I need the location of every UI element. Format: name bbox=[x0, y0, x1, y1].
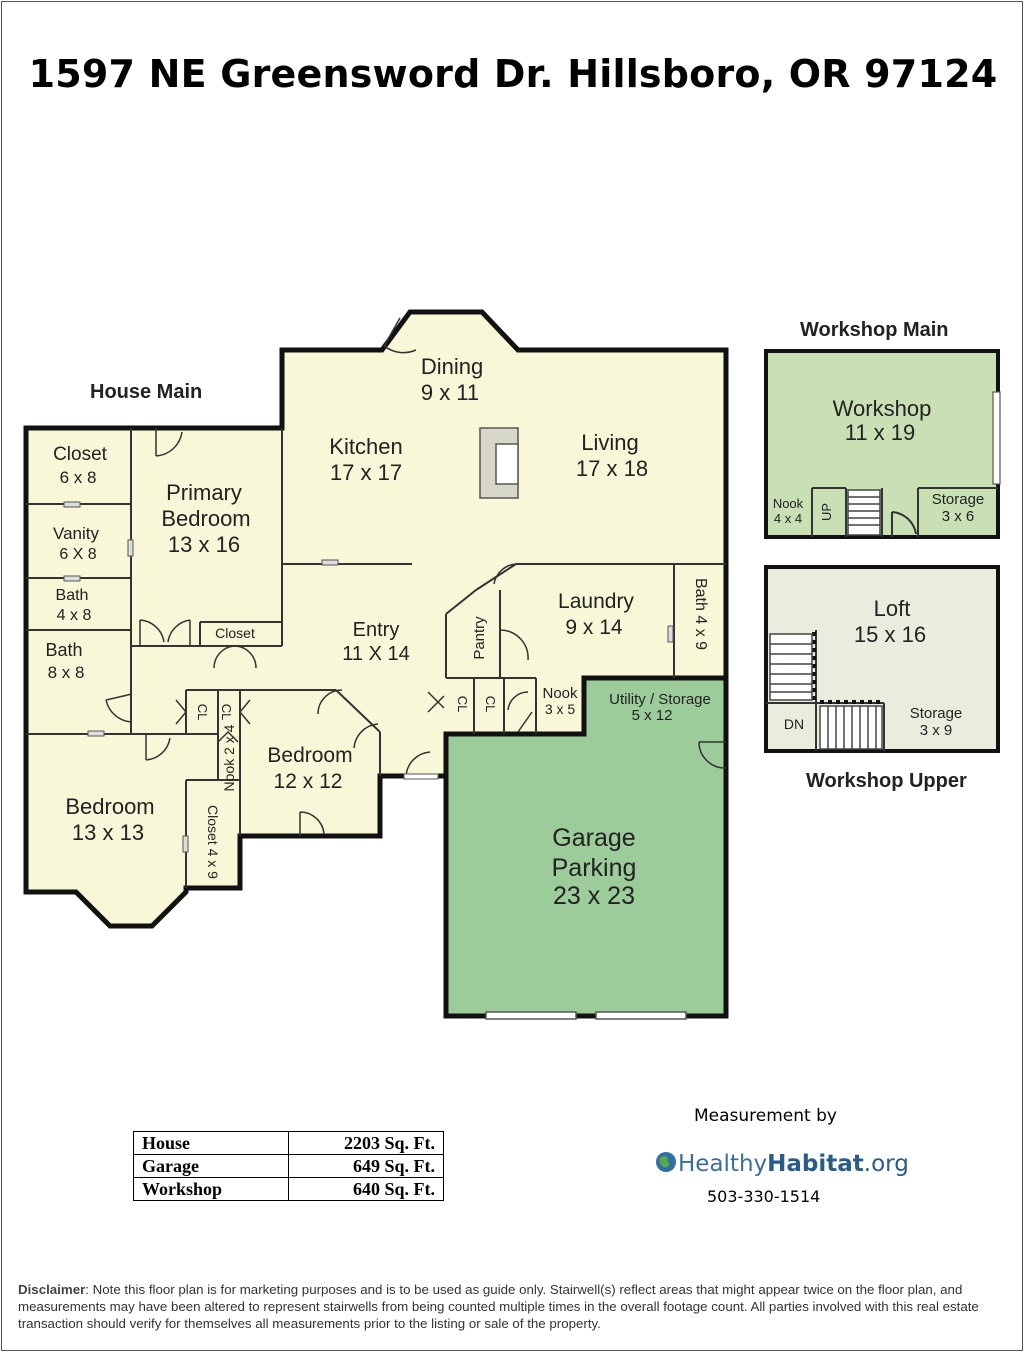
logo-org: .org bbox=[863, 1151, 909, 1177]
primary-bedroom-size: 13 x 16 bbox=[168, 532, 240, 557]
kitchen-size: 17 x 17 bbox=[330, 460, 402, 485]
bedroom-12x12-size: 12 x 12 bbox=[274, 770, 343, 793]
bath-4x8-size: 4 x 8 bbox=[57, 607, 92, 624]
healthy-habitat-logo: HealthyHabitat.org bbox=[654, 1150, 909, 1177]
entry-label: Entry bbox=[353, 619, 400, 641]
area-name: House bbox=[133, 1131, 289, 1155]
door-markers bbox=[63, 501, 674, 853]
bath-8x8-size: 8 x 8 bbox=[48, 663, 85, 682]
workshop-storage-size: 3 x 6 bbox=[942, 508, 975, 525]
dn-label: DN bbox=[784, 716, 804, 732]
workshop-nook-size: 4 x 4 bbox=[774, 511, 802, 526]
garage-label-1: Garage bbox=[552, 824, 635, 852]
area-value: 649 Sq. Ft. bbox=[288, 1154, 444, 1178]
utility-label: Utility / Storage bbox=[609, 691, 711, 708]
table-row: Workshop 640 Sq. Ft. bbox=[133, 1177, 444, 1201]
laundry-label: Laundry bbox=[558, 590, 634, 613]
primary-closet-label: Closet bbox=[215, 625, 255, 641]
bath-8x8-label: Bath bbox=[45, 640, 82, 660]
area-table: House 2203 Sq. Ft. Garage 649 Sq. Ft. Wo… bbox=[133, 1131, 444, 1201]
workshop-stairs bbox=[847, 489, 881, 536]
garage-doors bbox=[485, 1011, 687, 1020]
laundry-size: 9 x 14 bbox=[565, 616, 623, 639]
loft-size: 15 x 16 bbox=[854, 622, 926, 647]
workshop-main-label: Workshop Main bbox=[800, 319, 949, 341]
loft-storage-label: Storage bbox=[910, 705, 963, 722]
primary-bedroom-label-2: Bedroom bbox=[161, 506, 250, 531]
phone-number: 503-330-1514 bbox=[707, 1187, 821, 1206]
workshop-storage-label: Storage bbox=[932, 491, 985, 508]
nook-2x4-label: Nook 2 x 4 bbox=[221, 724, 237, 791]
workshop-size: 11 x 19 bbox=[845, 420, 916, 445]
living-size: 17 x 18 bbox=[576, 456, 648, 481]
vanity-size: 6 X 8 bbox=[59, 546, 96, 563]
dining-label: Dining bbox=[421, 354, 483, 379]
bedroom-12x12-label: Bedroom bbox=[267, 744, 352, 767]
garage-label-2: Parking bbox=[552, 854, 637, 882]
disclaimer: Disclaimer: Note this floor plan is for … bbox=[18, 1281, 1013, 1332]
living-label: Living bbox=[581, 430, 638, 455]
closet-size: 6 x 8 bbox=[60, 468, 97, 487]
area-name: Garage bbox=[133, 1154, 289, 1178]
nook-3x5-size: 3 x 5 bbox=[545, 701, 576, 717]
loft-label: Loft bbox=[874, 596, 911, 621]
area-value: 2203 Sq. Ft. bbox=[288, 1131, 444, 1155]
loft-stairs bbox=[769, 633, 883, 750]
loft-storage-size: 3 x 9 bbox=[920, 722, 953, 739]
page-title: 1597 NE Greensword Dr. Hillsboro, OR 971… bbox=[28, 52, 998, 96]
table-row: Garage 649 Sq. Ft. bbox=[133, 1154, 444, 1178]
area-value: 640 Sq. Ft. bbox=[288, 1177, 444, 1201]
disclaimer-text: : Note this floor plan is for marketing … bbox=[18, 1282, 979, 1331]
door-swings bbox=[105, 317, 727, 836]
kitchen-label: Kitchen bbox=[329, 434, 402, 459]
utility-size: 5 x 12 bbox=[632, 707, 673, 724]
vanity-label: Vanity bbox=[53, 524, 99, 543]
area-name: Workshop bbox=[133, 1177, 289, 1201]
logo-habitat: Habitat bbox=[767, 1151, 864, 1177]
disclaimer-label: Disclaimer bbox=[18, 1282, 86, 1297]
dining-size: 9 x 11 bbox=[421, 380, 479, 405]
table-row: House 2203 Sq. Ft. bbox=[133, 1131, 444, 1155]
fireplace-icon bbox=[479, 427, 519, 499]
closet-label: Closet bbox=[53, 444, 108, 465]
workshop-upper-label: Workshop Upper bbox=[806, 770, 967, 792]
closet-4x9-label: Closet 4 x 9 bbox=[205, 805, 221, 879]
bath-4x9-label: Bath 4 x 9 bbox=[692, 578, 709, 650]
cl-label-1: CL bbox=[195, 704, 210, 721]
cl-label-2: CL bbox=[219, 704, 234, 721]
cl-label-4: CL bbox=[483, 696, 498, 713]
nook-3x5-label: Nook bbox=[542, 685, 578, 702]
workshop-nook-label: Nook bbox=[773, 496, 804, 511]
measurement-by-label: Measurement by bbox=[694, 1106, 837, 1126]
cl-label-3: CL bbox=[455, 696, 470, 713]
logo-healthy: Healthy bbox=[678, 1151, 768, 1177]
garage-size: 23 x 23 bbox=[553, 882, 635, 910]
house-main-label: House Main bbox=[90, 381, 202, 403]
up-label: UP bbox=[819, 503, 834, 521]
globe-icon bbox=[656, 1152, 676, 1172]
bath-4x8-label: Bath bbox=[56, 587, 89, 604]
bedroom-13x13-size: 13 x 13 bbox=[72, 820, 144, 845]
workshop-label: Workshop bbox=[833, 396, 932, 421]
entry-size: 11 X 14 bbox=[342, 643, 409, 665]
primary-bedroom-label-1: Primary bbox=[166, 480, 242, 505]
pantry-label: Pantry bbox=[471, 616, 488, 660]
bedroom-13x13-label: Bedroom bbox=[65, 794, 154, 819]
